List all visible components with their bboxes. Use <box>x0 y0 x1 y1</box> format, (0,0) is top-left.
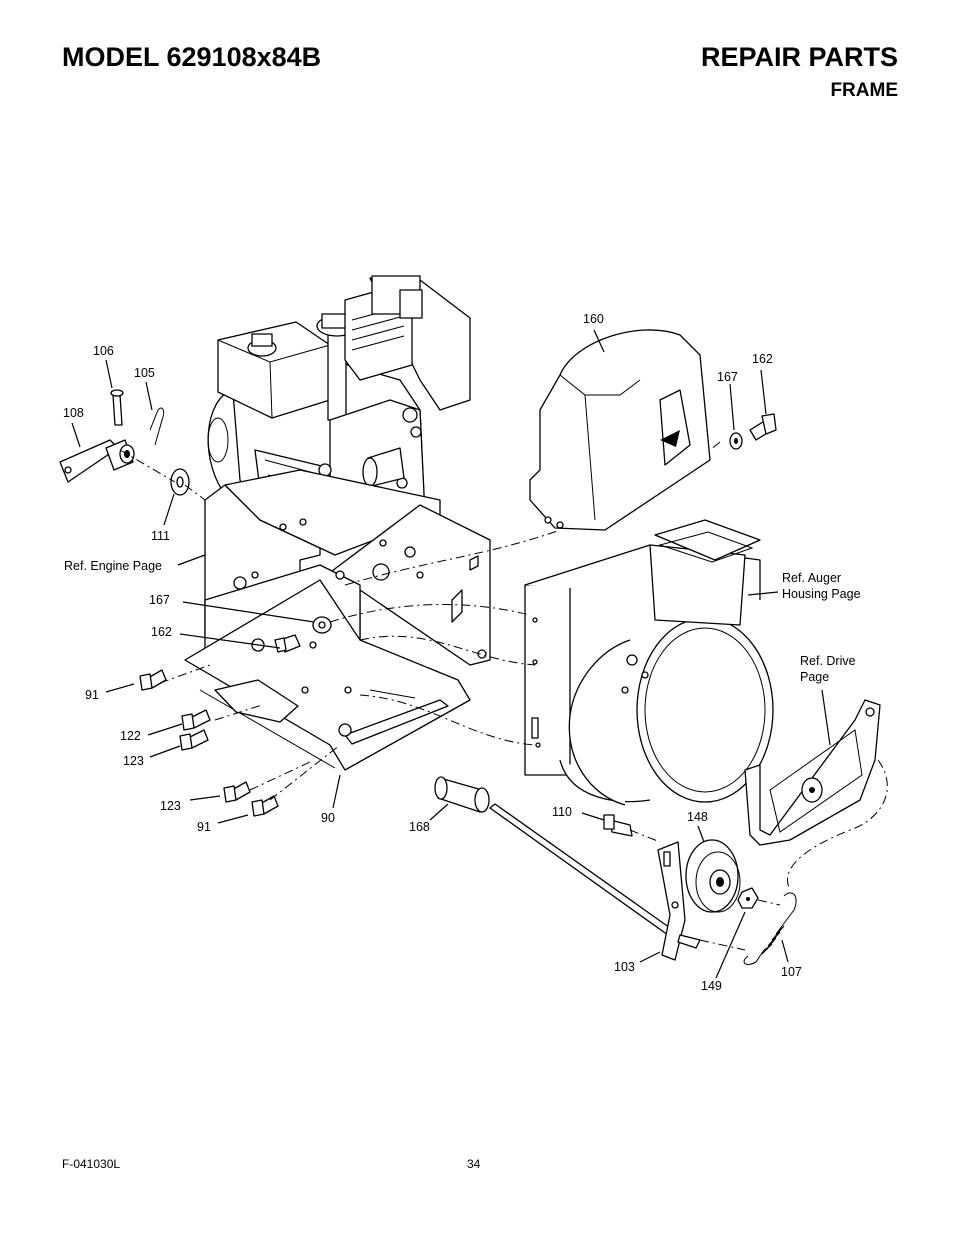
callout-labels: 106 105 108 111 160 162 167 Ref. Engine … <box>63 312 861 993</box>
auger-housing-ref <box>524 519 774 806</box>
callout-122: 122 <box>120 729 141 743</box>
idler-shaft <box>489 803 681 941</box>
ref-drive-line1: Ref. Drive <box>800 654 856 668</box>
part-162-bolt-top <box>749 413 777 441</box>
callout-91-lower: 91 <box>197 820 211 834</box>
callout-123-lower: 123 <box>160 799 181 813</box>
part-167-washer-frame <box>312 616 332 634</box>
frame-illustration <box>184 469 491 771</box>
callout-105: 105 <box>134 366 155 380</box>
assembly-lines <box>119 441 888 951</box>
ref-auger-line1: Ref. Auger <box>782 571 841 585</box>
callout-110: 110 <box>552 805 572 819</box>
model-title: MODEL 629108x84B <box>62 42 322 72</box>
drive-bracket-ref <box>744 699 881 846</box>
part-111-washer <box>170 468 190 496</box>
leader-lines <box>71 329 831 979</box>
belt-cover-160 <box>529 329 711 531</box>
callout-162-top: 162 <box>752 352 773 366</box>
callout-107: 107 <box>781 965 802 979</box>
part-149-nut <box>737 887 759 909</box>
callout-168: 168 <box>409 820 430 834</box>
section-title: FRAME <box>830 80 898 101</box>
callout-167-frame: 167 <box>149 593 170 607</box>
callout-108: 108 <box>63 406 84 420</box>
callout-90: 90 <box>321 811 335 825</box>
part-105-hairpin <box>149 407 165 446</box>
part-148-idler-pulley <box>685 839 741 913</box>
part-110-shoulder-bolt <box>603 814 633 837</box>
page-number: 34 <box>467 1157 481 1171</box>
callout-106: 106 <box>93 344 114 358</box>
ref-auger-line2: Housing Page <box>782 587 861 601</box>
part-122-bolt <box>181 709 211 731</box>
callout-167-top: 167 <box>717 370 738 384</box>
part-103-idler-bracket <box>657 841 701 961</box>
part-91-bolt-lower <box>251 795 279 817</box>
document-code: F-041030L <box>62 1157 121 1171</box>
callout-148: 148 <box>687 810 708 824</box>
part-107-spring <box>743 892 797 965</box>
repair-parts-title: REPAIR PARTS <box>700 42 898 72</box>
callout-91-upper: 91 <box>85 688 99 702</box>
part-91-bolt-upper <box>139 669 167 691</box>
part-123-bolt-lower <box>223 781 251 803</box>
callout-162-frame: 162 <box>151 625 172 639</box>
part-167-washer-top <box>729 432 743 450</box>
part-108-bracket <box>59 439 135 483</box>
ref-engine-page: Ref. Engine Page <box>64 559 162 573</box>
callout-160: 160 <box>583 312 604 326</box>
callout-123-upper: 123 <box>123 754 144 768</box>
part-168-roller <box>434 776 490 813</box>
callout-103: 103 <box>614 960 635 974</box>
callout-111: 111 <box>151 529 170 543</box>
part-162-bolt-frame <box>274 634 301 653</box>
callout-149: 149 <box>701 979 722 993</box>
part-106-clevis-pin <box>110 389 124 426</box>
part-123-bolt-upper <box>179 729 209 751</box>
ref-drive-line2: Page <box>800 670 829 684</box>
